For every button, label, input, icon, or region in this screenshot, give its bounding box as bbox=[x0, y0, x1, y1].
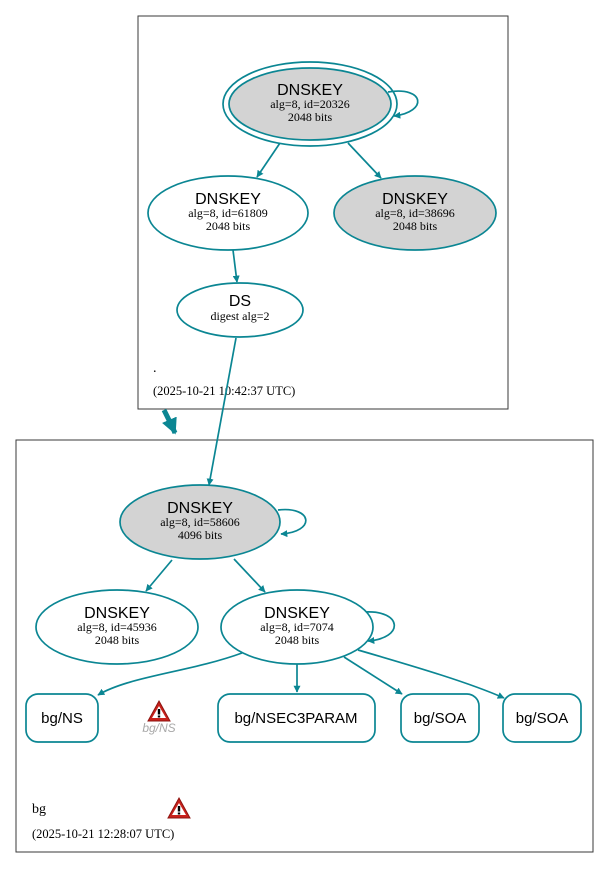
node-detail: alg=8, id=7074 bbox=[260, 620, 334, 634]
edge-ksk-zsk2 bbox=[347, 142, 382, 179]
rrset-label: bg/SOA bbox=[516, 710, 569, 727]
edge-ds-bgksk bbox=[206, 337, 237, 486]
node-bg-zsk[interactable]: DNSKEY alg=8, id=7074 2048 bits bbox=[220, 589, 374, 665]
edge-ksk-zsk1 bbox=[256, 142, 281, 178]
node-detail: 2048 bits bbox=[275, 633, 320, 647]
node-detail: 4096 bits bbox=[178, 528, 223, 542]
edge-zsk-soa2 bbox=[357, 649, 505, 699]
node-title: DNSKEY bbox=[195, 191, 261, 208]
rrset-ghost-label: bg/NS bbox=[142, 721, 175, 735]
node-title: DS bbox=[229, 293, 251, 310]
node-detail: 2048 bits bbox=[206, 219, 251, 233]
node-detail: 2048 bits bbox=[95, 633, 140, 647]
zone-root-box bbox=[137, 15, 509, 410]
warning-icon bbox=[147, 700, 171, 722]
node-bg-ksk[interactable]: DNSKEY alg=8, id=58606 4096 bits bbox=[119, 484, 281, 560]
zone-root-timestamp: (2025-10-21 10:42:37 UTC) bbox=[153, 384, 295, 398]
node-detail: 2048 bits bbox=[393, 219, 438, 233]
node-root-zsk2[interactable]: DNSKEY alg=8, id=38696 2048 bits bbox=[333, 175, 497, 251]
node-detail: alg=8, id=58606 bbox=[160, 515, 240, 529]
warning-icon[interactable] bbox=[167, 797, 191, 819]
rrset-label: bg/NSEC3PARAM bbox=[234, 710, 357, 727]
rrset-bg-ns[interactable]: bg/NS bbox=[25, 693, 99, 743]
rrset-label: bg/SOA bbox=[414, 710, 467, 727]
rrset-bg-nsec3param[interactable]: bg/NSEC3PARAM bbox=[217, 693, 376, 743]
node-detail: alg=8, id=20326 bbox=[270, 97, 350, 111]
node-root-zsk1[interactable]: DNSKEY alg=8, id=61809 2048 bits bbox=[147, 175, 309, 251]
edge-zsk1-ds bbox=[232, 249, 240, 283]
node-detail: alg=8, id=45936 bbox=[77, 620, 157, 634]
node-title: DNSKEY bbox=[167, 500, 233, 517]
bg-zsk-self-edge bbox=[364, 611, 396, 644]
node-title: DNSKEY bbox=[382, 191, 448, 208]
edge-zsk-ns bbox=[97, 652, 243, 696]
zone-bg-timestamp: (2025-10-21 12:28:07 UTC) bbox=[32, 827, 174, 841]
edge-bgksk-key1 bbox=[145, 559, 173, 592]
node-title: DNSKEY bbox=[84, 605, 150, 622]
zone-bg-box bbox=[15, 439, 594, 853]
bg-ksk-self-edge bbox=[277, 508, 307, 538]
rrset-label: bg/NS bbox=[41, 710, 83, 727]
node-bg-key1[interactable]: DNSKEY alg=8, id=45936 2048 bits bbox=[35, 589, 199, 665]
node-title: DNSKEY bbox=[264, 605, 330, 622]
node-title: DNSKEY bbox=[277, 82, 343, 99]
node-detail: 2048 bits bbox=[288, 110, 333, 124]
edge-zsk-soa1 bbox=[343, 656, 403, 695]
zone-bg-label: bg bbox=[32, 802, 46, 817]
root-ksk-self-edge bbox=[387, 90, 419, 119]
node-detail: alg=8, id=38696 bbox=[375, 206, 455, 220]
rrset-bg-soa-2[interactable]: bg/SOA bbox=[502, 693, 582, 743]
rrset-bg-soa-1[interactable]: bg/SOA bbox=[400, 693, 480, 743]
edge-bgksk-zsk bbox=[233, 558, 266, 593]
node-detail: digest alg=2 bbox=[210, 309, 269, 323]
node-root-ksk[interactable]: DNSKEY alg=8, id=20326 2048 bits bbox=[222, 61, 398, 147]
rrset-bg-ns-warning[interactable]: bg/NS bbox=[142, 700, 176, 735]
delegation-edge bbox=[161, 408, 178, 435]
node-root-ds[interactable]: DS digest alg=2 bbox=[176, 282, 304, 338]
node-detail: alg=8, id=61809 bbox=[188, 206, 268, 220]
zone-root-label: . bbox=[153, 361, 157, 376]
